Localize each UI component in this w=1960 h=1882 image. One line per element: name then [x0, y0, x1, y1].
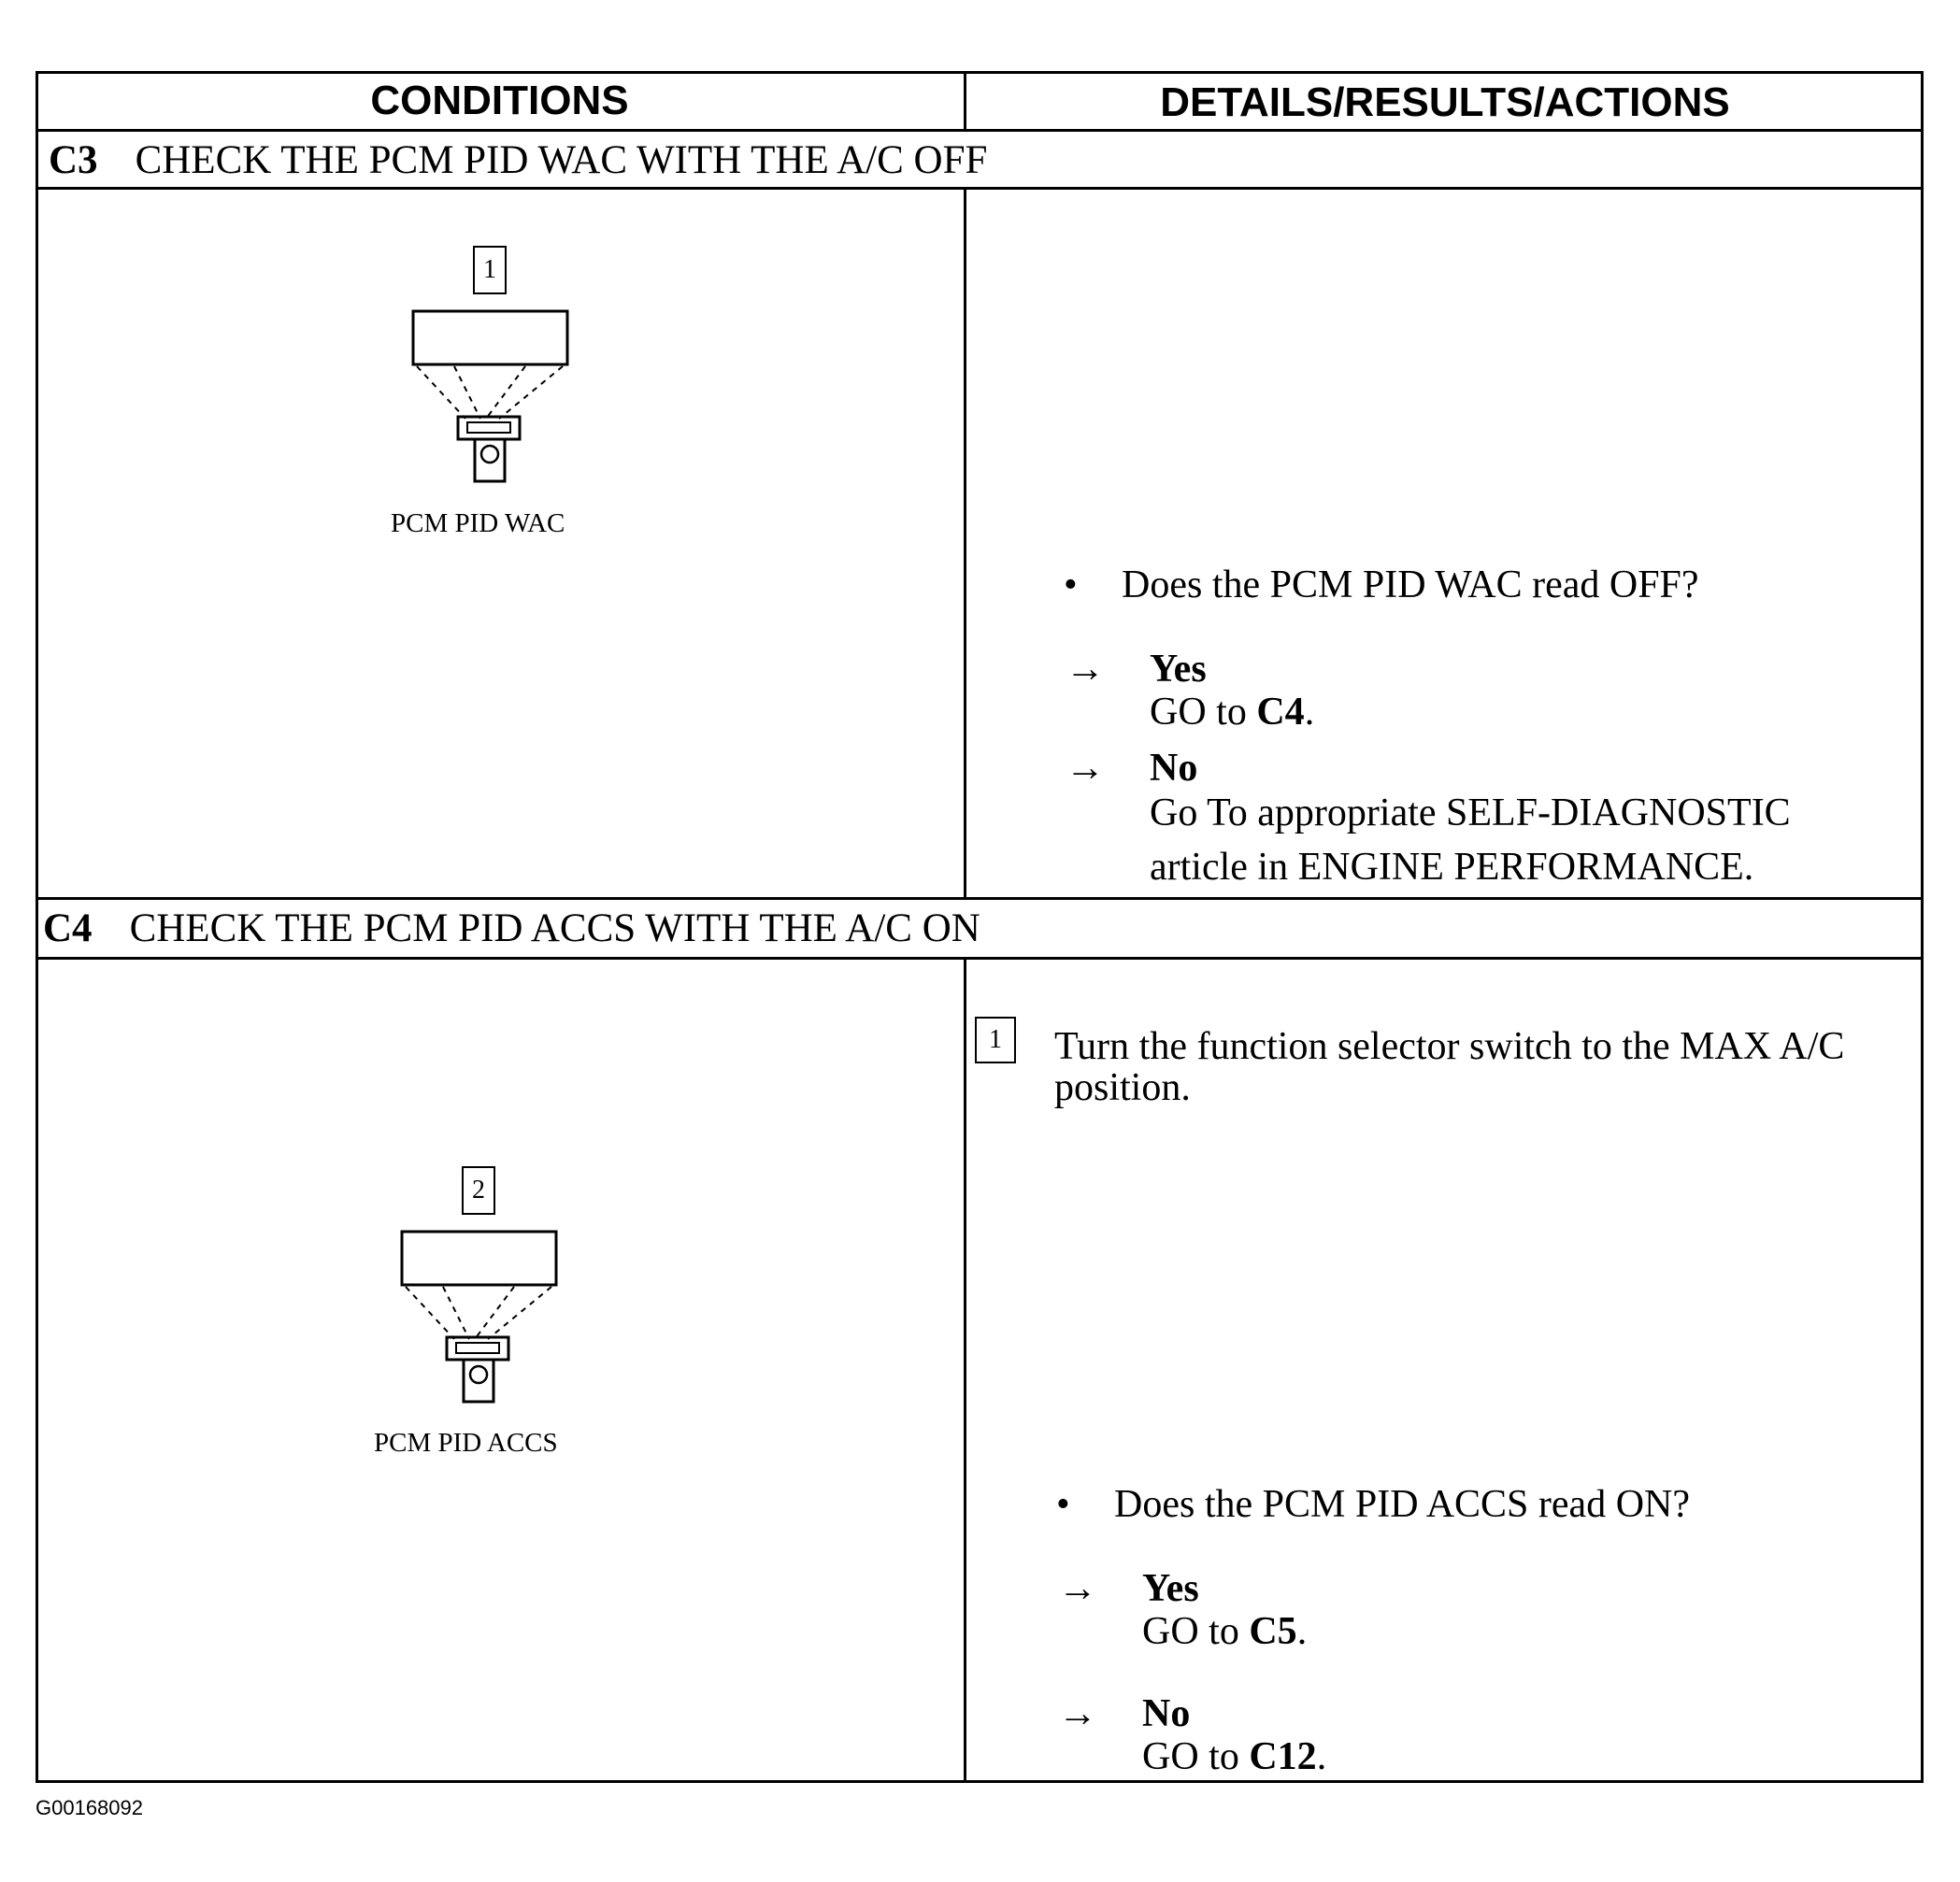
question-c3: • Does the PCM PID WAC read OFF?: [1064, 559, 1699, 611]
step-title-c3: C3 CHECK THE PCM PID WAC WITH THE A/C OFF: [49, 133, 987, 189]
instruction-number-box: 1: [975, 1017, 1016, 1063]
scan-tool-icon-c3: [411, 309, 569, 483]
goto-link-c5[interactable]: C5: [1249, 1610, 1297, 1653]
step-id-c3: C3: [49, 138, 98, 182]
step-title-text-c4: CHECK THE PCM PID ACCS WITH THE A/C ON: [129, 906, 980, 950]
column-divider-c4: [964, 959, 966, 1783]
no-action-line1-c3: Go To appropriate SELF-DIAGNOSTIC: [1150, 791, 1791, 834]
arrow-yes-c4: →: [1058, 1567, 1097, 1610]
figure-callout-1: 1: [473, 246, 507, 294]
question-text-c3: Does the PCM PID WAC read OFF?: [1122, 563, 1699, 606]
step-title-c4: C4 CHECK THE PCM PID ACCS WITH THE A/C ON: [43, 901, 980, 957]
bullet-c4: •: [1056, 1483, 1070, 1526]
bullet-c3: •: [1064, 563, 1078, 606]
column-divider-c3: [964, 189, 966, 899]
column-divider-header: [964, 71, 966, 131]
header-bottom-rule: [36, 129, 1924, 132]
yes-action-suffix-c3: .: [1304, 691, 1315, 734]
instruction-line2-c4: position.: [1054, 1066, 1191, 1109]
goto-link-c12[interactable]: C12: [1249, 1735, 1317, 1778]
yes-action-c3: GO to C4.: [1150, 686, 1314, 738]
question-c4: • Does the PCM PID ACCS read ON?: [1056, 1478, 1690, 1531]
c3-title-bottom-rule: [36, 187, 1924, 190]
diagnostic-table: [36, 71, 1924, 1783]
arrow-no-c4: →: [1058, 1692, 1097, 1735]
yes-action-suffix-c4: .: [1296, 1610, 1308, 1653]
no-label-c4: No: [1142, 1692, 1191, 1735]
step-title-text-c3: CHECK THE PCM PID WAC WITH THE A/C OFF: [135, 138, 988, 182]
arrow-no-c3: →: [1066, 747, 1105, 790]
instruction-line1-c4: Turn the function selector switch to the…: [1054, 1025, 1845, 1068]
yes-action-prefix-c4: GO to: [1142, 1610, 1250, 1653]
no-action-line2-c3: article in ENGINE PERFORMANCE.: [1150, 846, 1754, 889]
arrow-yes-c3: →: [1066, 648, 1105, 691]
yes-label-c4: Yes: [1142, 1567, 1199, 1610]
figure-code: G00168092: [36, 1796, 143, 1819]
figure-caption-c3: PCM PID WAC: [391, 508, 565, 538]
yes-action-c4: GO to C5.: [1142, 1605, 1307, 1658]
details-header: DETAILS/RESULTS/ACTIONS: [1160, 79, 1730, 125]
figure-callout-2: 2: [462, 1166, 495, 1215]
figure-caption-c4: PCM PID ACCS: [374, 1428, 558, 1458]
step-id-c4: C4: [43, 906, 93, 950]
c4-title-bottom-rule: [36, 957, 1924, 960]
c3-body-bottom-rule: [36, 897, 1924, 900]
goto-link-c4[interactable]: C4: [1256, 691, 1305, 734]
no-action-suffix-c4: .: [1316, 1735, 1327, 1778]
no-action-c4: GO to C12.: [1142, 1731, 1326, 1783]
no-label-c3: No: [1150, 747, 1198, 790]
yes-action-prefix-c3: GO to: [1150, 691, 1257, 734]
question-text-c4: Does the PCM PID ACCS read ON?: [1114, 1483, 1690, 1526]
conditions-header: CONDITIONS: [370, 78, 629, 123]
no-action-prefix-c4: GO to: [1142, 1735, 1250, 1778]
scan-tool-icon-c4: [400, 1230, 558, 1404]
yes-label-c3: Yes: [1150, 648, 1207, 691]
